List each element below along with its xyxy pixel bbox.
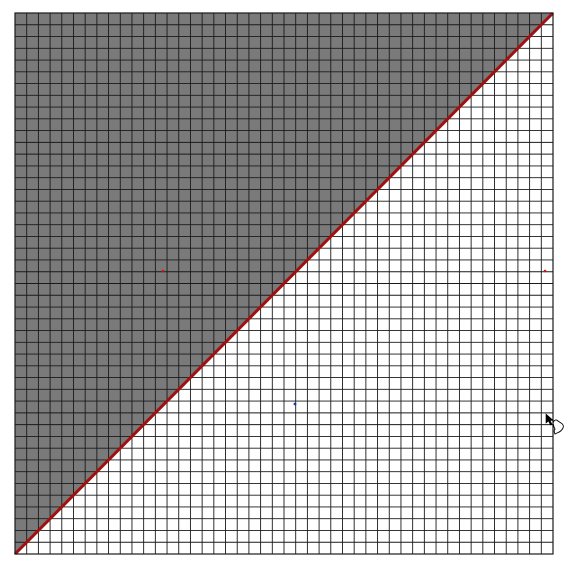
red-marker-left — [161, 269, 165, 273]
diagonal-line — [13, 11, 555, 556]
red-marker-right — [543, 269, 547, 273]
grid-frame — [14, 12, 554, 555]
blue-marker — [293, 402, 297, 406]
hand-cursor-icon — [545, 413, 564, 435]
